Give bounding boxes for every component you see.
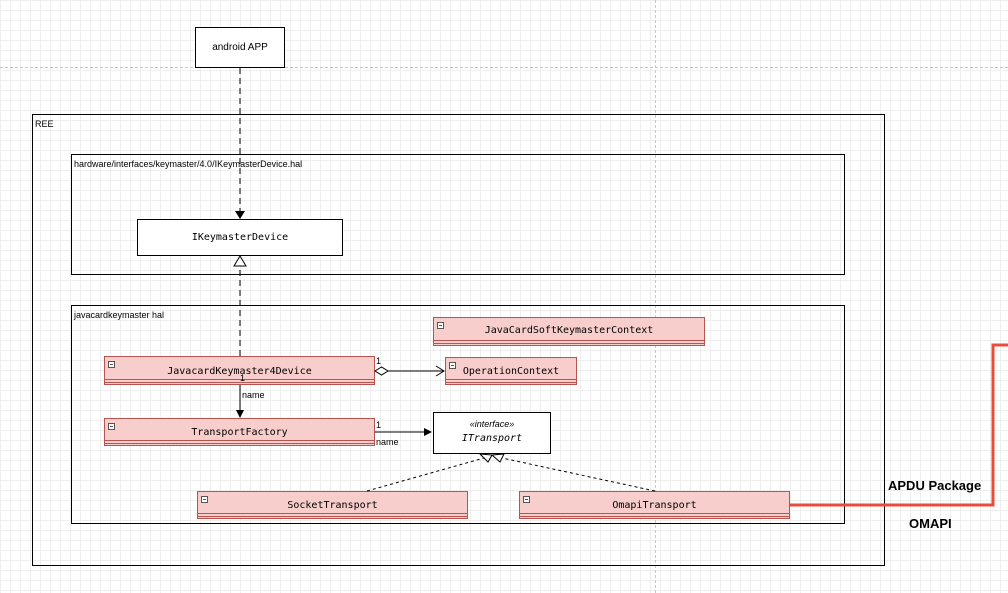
javacard-soft-context-label: JavaCardSoftKeymasterContext xyxy=(484,325,654,336)
ikeymaster-device-node[interactable]: IKeymasterDevice xyxy=(137,219,343,256)
transport-factory-class[interactable]: TransportFactory xyxy=(104,418,375,446)
collapse-icon[interactable] xyxy=(449,362,456,369)
realization-arrowhead xyxy=(233,255,247,267)
name-down-multiplicity: 1 xyxy=(240,373,246,383)
android-app-label: android APP xyxy=(212,42,268,53)
factory-name-label: name xyxy=(376,437,399,447)
interface-stereotype: «interface» xyxy=(469,419,515,429)
aggregation-arrowhead xyxy=(435,365,445,377)
name-down-label: name xyxy=(242,390,265,400)
apdu-package-label: APDU Package xyxy=(888,478,982,493)
guide-line-vertical xyxy=(655,0,656,593)
ikeymaster-device-label: IKeymasterDevice xyxy=(191,232,289,243)
ree-frame[interactable]: REE xyxy=(32,114,885,566)
collapse-icon[interactable] xyxy=(108,361,115,368)
itransport-interface[interactable]: «interface» ITransport xyxy=(433,412,551,454)
javacard-soft-context-class[interactable]: JavaCardSoftKeymasterContext xyxy=(433,317,705,346)
factory-multiplicity: 1 xyxy=(376,420,382,430)
javacard-hal-frame[interactable]: javacardkeymaster hal xyxy=(71,305,845,524)
android-app-node[interactable]: android APP xyxy=(195,27,285,68)
itransport-label: ITransport xyxy=(461,433,523,444)
socket-realization-connector xyxy=(366,457,485,492)
socket-transport-class[interactable]: SocketTransport xyxy=(197,491,468,519)
ree-label: REE xyxy=(35,119,54,129)
dependency-arrowhead xyxy=(235,211,245,219)
transport-factory-label: TransportFactory xyxy=(191,426,288,438)
guide-line-horizontal xyxy=(0,67,1008,68)
omapi-realization-arrowhead xyxy=(490,453,505,463)
aggregation-diamond xyxy=(374,366,389,376)
association-arrowhead xyxy=(236,410,244,418)
javacard-keymaster4-device-label: JavacardKeymaster4Device xyxy=(167,365,312,377)
javacard-keymaster4-device-class[interactable]: JavacardKeymaster4Device xyxy=(104,356,375,385)
hal-interface-label: hardware/interfaces/keymaster/4.0/IKeyma… xyxy=(74,159,303,169)
collapse-icon[interactable] xyxy=(437,322,444,329)
omapi-realization-connector xyxy=(501,457,656,492)
omapi-red-connector xyxy=(790,343,1008,507)
socket-realization-arrowhead xyxy=(478,453,493,463)
omapi-transport-class[interactable]: OmapiTransport xyxy=(519,491,790,519)
collapse-icon[interactable] xyxy=(108,423,115,430)
aggregation-multiplicity: 1 xyxy=(376,356,382,366)
operation-context-label: OperationContext xyxy=(462,365,560,377)
omapi-transport-label: OmapiTransport xyxy=(612,499,697,511)
socket-transport-label: SocketTransport xyxy=(287,499,378,511)
operation-context-class[interactable]: OperationContext xyxy=(445,357,577,385)
hal-interface-frame[interactable]: hardware/interfaces/keymaster/4.0/IKeyma… xyxy=(71,154,845,275)
javacard-hal-label: javacardkeymaster hal xyxy=(74,310,165,320)
collapse-icon[interactable] xyxy=(523,496,530,503)
collapse-icon[interactable] xyxy=(201,496,208,503)
factory-arrowhead xyxy=(424,428,432,436)
omapi-label: OMAPI xyxy=(909,516,952,531)
